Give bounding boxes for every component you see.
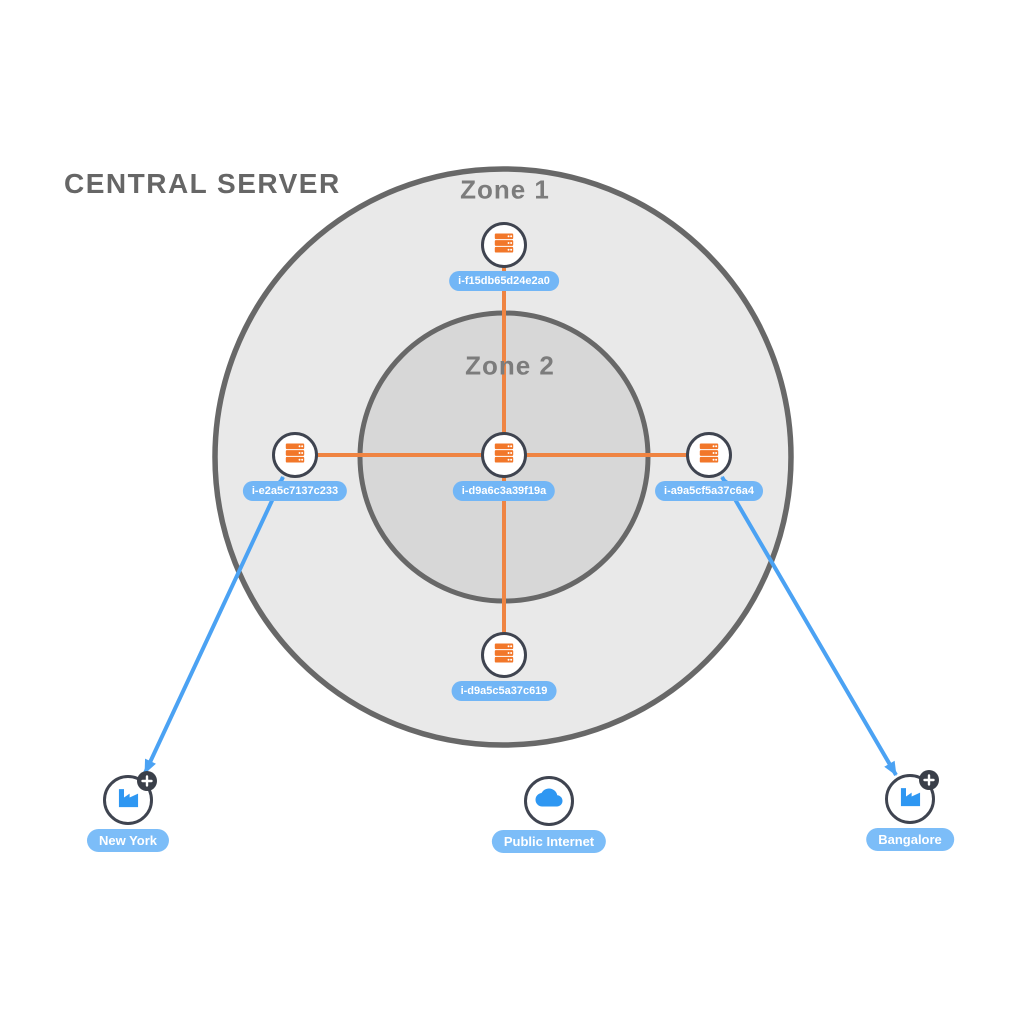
instance-id-label: i-d9a6c3a39f19a xyxy=(452,481,556,501)
server-node-circle[interactable] xyxy=(686,432,732,478)
blue-arrow-right-to-bangalore xyxy=(720,475,898,777)
zone2-label: Zone 2 xyxy=(465,350,555,381)
page-title: CENTRAL SERVER xyxy=(64,168,341,199)
server-stack-icon xyxy=(491,440,517,471)
server-stack-icon xyxy=(491,230,517,261)
plus-badge-icon[interactable] xyxy=(919,770,939,790)
external-node-circle[interactable] xyxy=(524,776,574,826)
instance-id-label: i-d9a5c5a37c619 xyxy=(451,681,557,701)
zone1-label: Zone 1 xyxy=(460,174,550,205)
cloud-icon xyxy=(534,784,564,819)
server-stack-icon xyxy=(282,440,308,471)
plus-badge-icon[interactable] xyxy=(137,771,157,791)
server-node-circle[interactable] xyxy=(272,432,318,478)
factory-icon xyxy=(115,784,142,816)
server-node-circle[interactable] xyxy=(481,222,527,268)
blue-arrow-left-to-newyork xyxy=(143,476,285,774)
external-node-label: Bangalore xyxy=(866,828,954,851)
instance-id-label: i-e2a5c7137c233 xyxy=(242,481,348,501)
external-node-label: New York xyxy=(86,829,170,852)
external-node-circle[interactable] xyxy=(885,770,939,824)
server-stack-icon xyxy=(696,440,722,471)
external-node-label: Public Internet xyxy=(491,830,607,853)
factory-icon xyxy=(897,783,924,815)
server-stack-icon xyxy=(491,640,517,671)
server-node-circle[interactable] xyxy=(481,632,527,678)
external-node-circle[interactable] xyxy=(103,771,157,825)
instance-id-label: i-f15db65d24e2a0 xyxy=(449,271,559,291)
server-node-circle[interactable] xyxy=(481,432,527,478)
instance-id-label: i-a9a5cf5a37c6a4 xyxy=(655,481,763,501)
